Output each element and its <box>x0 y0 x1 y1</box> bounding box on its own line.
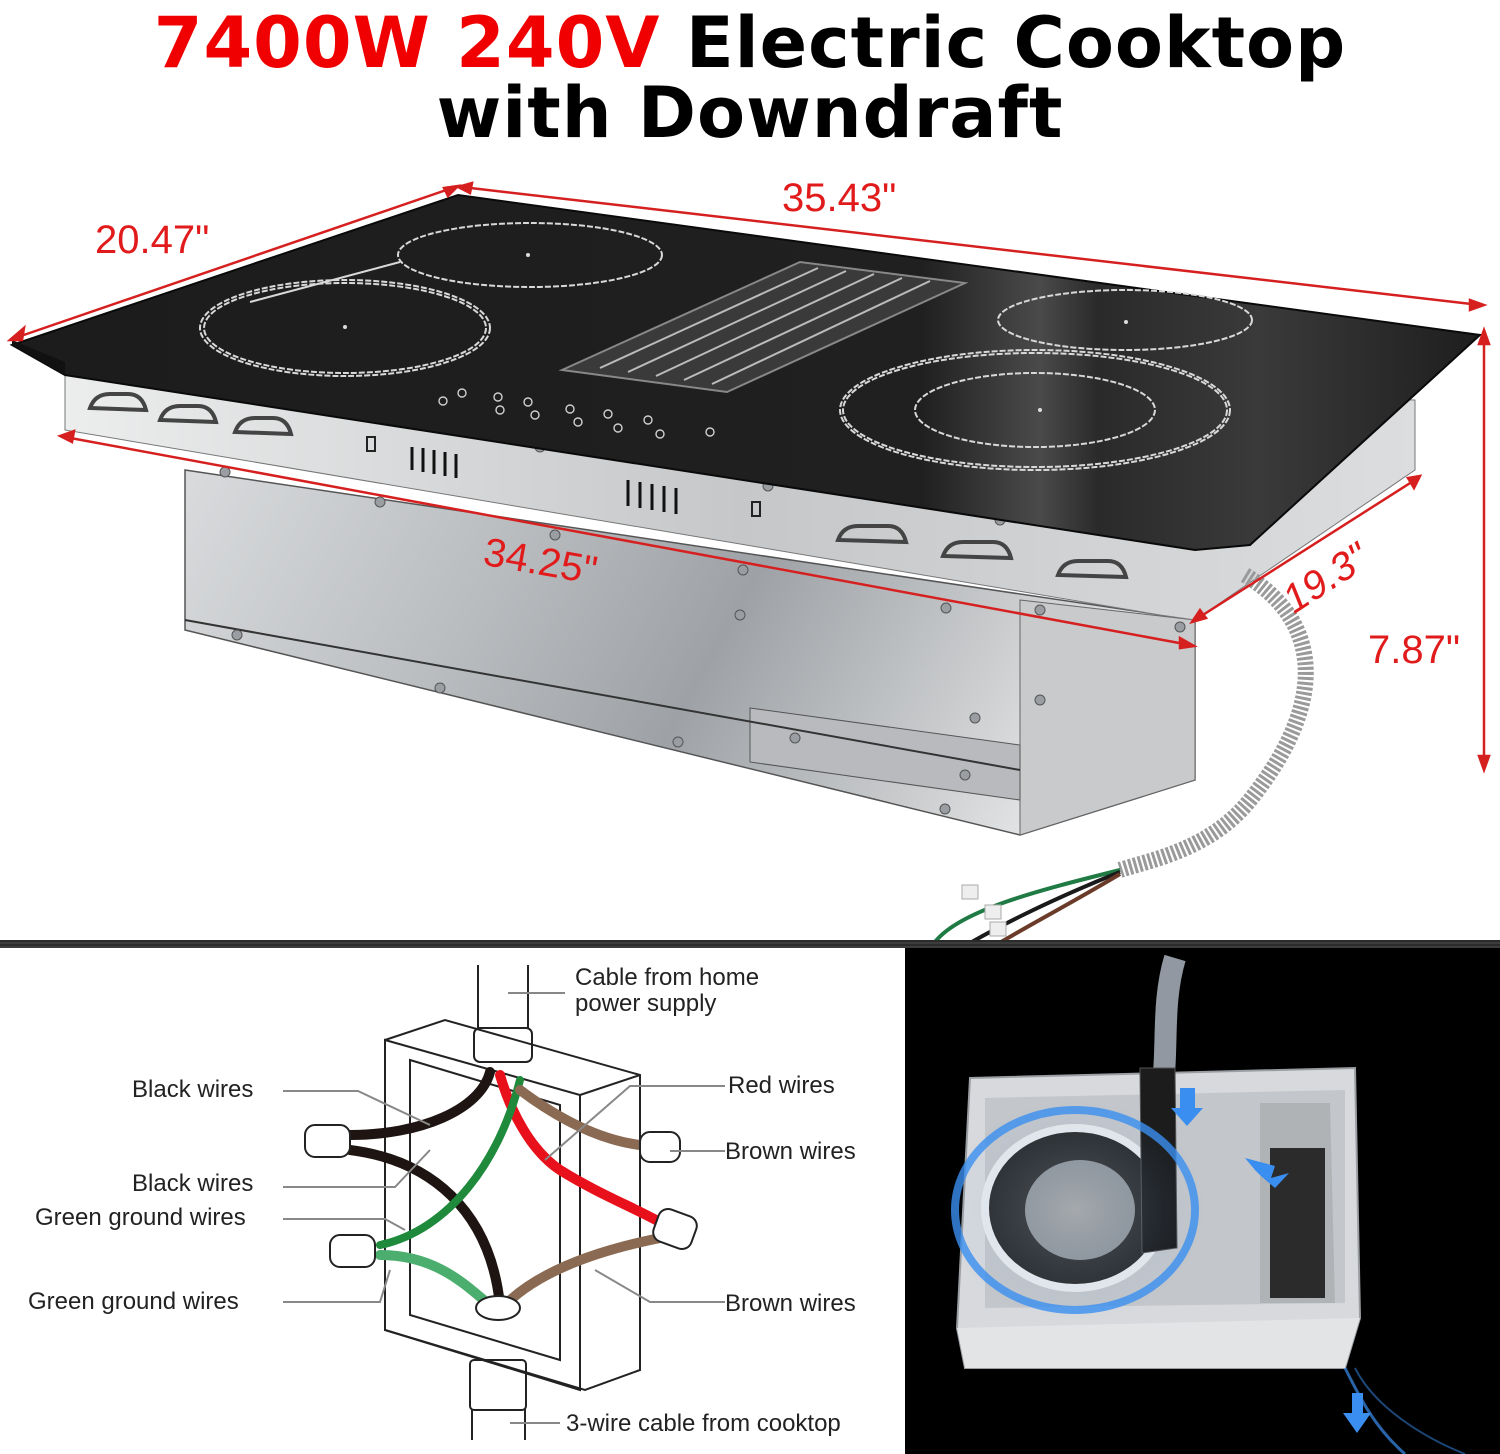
label-green-ground-2: Green ground wires <box>28 1288 239 1315</box>
title-line-1: 7400W 240V Electric Cooktop <box>0 8 1500 78</box>
cooktop-illustration <box>6 181 1491 940</box>
brown-wire <box>1000 872 1122 940</box>
black-wire-1 <box>345 1067 495 1140</box>
label-black-wires-1: Black wires <box>132 1076 254 1103</box>
label-leader-lines <box>283 992 725 1424</box>
power-conduit <box>934 568 1314 940</box>
burner-rear-right <box>997 289 1253 351</box>
label-brown-wires-1: Brown wires <box>725 1138 856 1165</box>
title-line-2: with Downdraft <box>436 72 1064 154</box>
title-power-spec: 7400W 240V <box>153 2 661 84</box>
cooktop-body <box>184 469 1196 836</box>
burner-front-left <box>199 279 491 377</box>
label-brown-wires-2: Brown wires <box>725 1290 856 1317</box>
handle-slots-left <box>87 392 1129 580</box>
dimension-height: 7.87" <box>1368 628 1461 672</box>
green-wire <box>934 868 1121 940</box>
burner-front-right-inner <box>914 372 1156 448</box>
downdraft-vent-grille <box>558 260 969 394</box>
grease-filter <box>1270 1148 1325 1298</box>
label-cable-home-1: Cable from home <box>575 964 760 991</box>
burner-front-right <box>839 349 1231 471</box>
junction-box-diagram <box>283 965 725 1440</box>
label-red-wires: Red wires <box>728 1072 835 1099</box>
wires <box>345 1067 670 1310</box>
black-wire-2 <box>345 1145 505 1310</box>
dimension-lines <box>6 181 1491 774</box>
touch-controls <box>438 388 715 439</box>
vent-slots <box>410 447 678 514</box>
brown-wire-2 <box>500 1233 665 1310</box>
glass-cooktop <box>9 193 1483 552</box>
green-wire-2 <box>375 1250 495 1310</box>
wiring-diagram-panel: Cable from home power supply Black wires… <box>0 948 905 1454</box>
cooking-zones <box>199 222 1253 471</box>
black-wire <box>971 870 1121 940</box>
arrow-down-1 <box>1171 1088 1203 1126</box>
airflow-arrows <box>1171 1088 1371 1433</box>
brown-wire-1 <box>515 1085 645 1150</box>
section-divider <box>0 940 1500 948</box>
label-green-ground-1: Green ground wires <box>35 1204 246 1231</box>
title-product: Electric Cooktop <box>685 2 1347 84</box>
label-cable-home-2: power supply <box>575 990 717 1017</box>
burner-rear-left <box>397 222 663 288</box>
label-black-wires-2: Black wires <box>132 1170 254 1197</box>
dimension-depth-top: 20.47" <box>95 218 210 262</box>
green-wire-1 <box>376 1076 524 1249</box>
dimension-width-top: 35.43" <box>782 176 897 220</box>
arrow-right <box>1245 1158 1289 1188</box>
label-cooktop-cable: 3-wire cable from cooktop <box>566 1410 841 1437</box>
arrow-down-2 <box>1343 1393 1371 1433</box>
downdraft-unit-illustration <box>945 954 1466 1454</box>
junction-box <box>384 1018 641 1392</box>
wire-nuts <box>304 1124 698 1268</box>
downdraft-airflow-panel <box>905 948 1500 1454</box>
